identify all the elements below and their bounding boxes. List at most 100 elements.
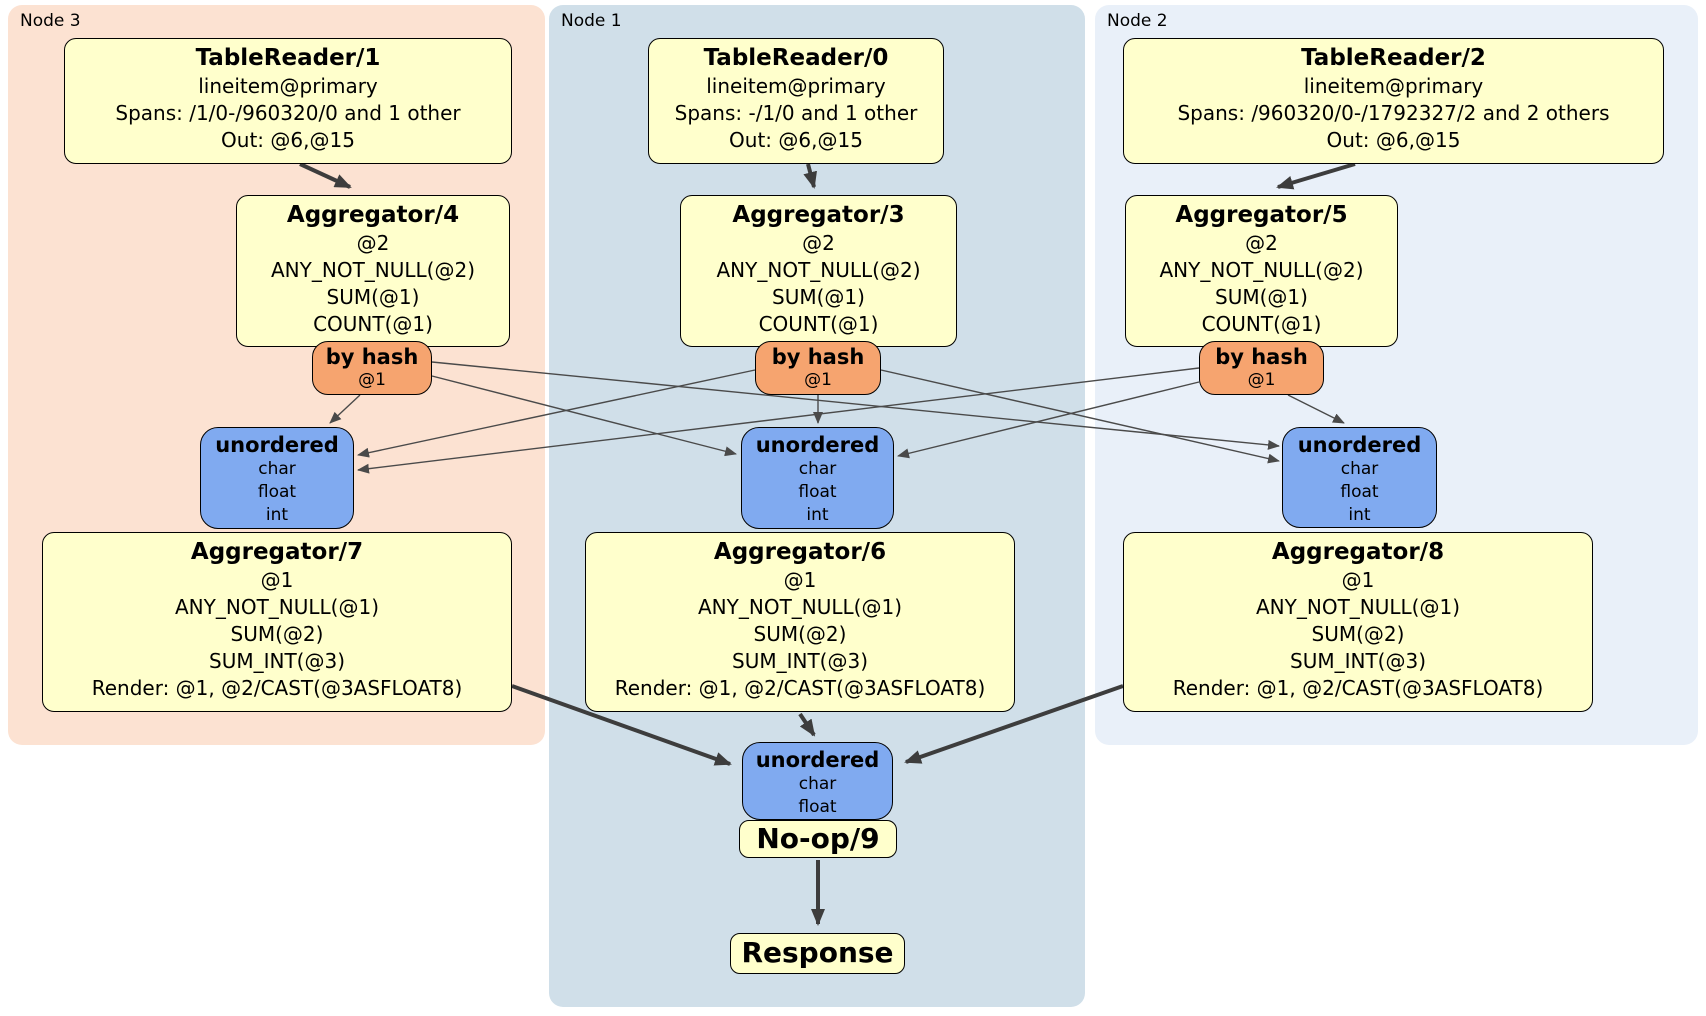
router-by-hash-right: by hash @1 [1199,341,1324,395]
node-detail: ANY_NOT_NULL(@2) [1159,258,1364,282]
router-title: by hash [771,345,865,369]
sync-unordered-center: unordered char float int [741,427,894,529]
node-detail: @2 [802,231,835,255]
node-title: Response [741,936,894,969]
node-detail: @1 [1341,568,1375,592]
node-title: TableReader/2 [1301,45,1486,71]
node-title: Aggregator/5 [1175,202,1348,228]
node-detail: COUNT(@1) [758,312,879,336]
router-detail: @1 [804,370,832,390]
node-detail: lineitem@primary [706,74,886,98]
node-tablereader-0: TableReader/0 lineitem@primary Spans: -/… [648,38,944,164]
node-detail: SUM(@1) [326,285,420,309]
node-detail: lineitem@primary [1303,74,1484,98]
sync-type: char [258,459,296,479]
node-detail: Spans: /1/0-/960320/0 and 1 other [115,101,461,125]
sync-type: int [806,505,829,525]
edge-routerL-syncR [431,361,1280,450]
node-detail: ANY_NOT_NULL(@2) [716,258,921,282]
edge-agg8-finalsync [904,684,1124,764]
node-detail: @1 [260,568,294,592]
node-detail: ANY_NOT_NULL(@2) [271,258,475,282]
node-detail: ANY_NOT_NULL(@1) [698,595,902,619]
sync-type: char [798,774,837,794]
router-by-hash-center: by hash @1 [755,341,881,395]
edge-routerR-syncR [1287,394,1345,424]
node-aggregator-4: Aggregator/4 @2 ANY_NOT_NULL(@2) SUM(@1)… [236,195,510,347]
edge-tr0-agg3 [803,163,817,189]
node-aggregator-7: Aggregator/7 @1 ANY_NOT_NULL(@1) SUM(@2)… [42,532,512,712]
node-title: Aggregator/4 [286,202,460,228]
sync-type: int [265,505,289,525]
sync-unordered-final: unordered char float [742,742,893,820]
sync-title: unordered [755,433,880,457]
node-tablereader-1: TableReader/1 lineitem@primary Spans: /1… [64,38,512,164]
sync-type: char [798,459,837,479]
node-detail: Spans: -/1/0 and 1 other [674,101,918,125]
node-detail: Out: @6,@15 [221,128,355,152]
node-title: Aggregator/3 [732,202,905,228]
edge-agg6-finalsync [798,712,816,737]
sync-type: float [257,482,297,502]
node-detail: Render: @1, @2/CAST(@3ASFLOAT8) [1172,676,1544,700]
sync-title: unordered [755,748,880,772]
node-detail: COUNT(@1) [313,312,433,336]
sync-type: float [798,482,837,502]
edge-routerL-syncC [431,375,737,457]
sync-type: char [1340,459,1379,479]
node-detail: Render: @1, @2/CAST(@3ASFLOAT8) [614,676,986,700]
node-detail: @2 [1245,231,1278,255]
node-detail: SUM(@2) [1311,622,1405,646]
router-title: by hash [325,345,419,369]
node-response: Response [730,933,905,974]
edge-tr2-agg5 [1276,162,1356,190]
node-detail: COUNT(@1) [1201,312,1322,336]
router-title: by hash [1215,345,1308,369]
node-detail: ANY_NOT_NULL(@1) [1256,595,1460,619]
edge-agg7-finalsync [511,684,732,766]
sync-unordered-right: unordered char float int [1282,427,1437,528]
node-detail: SUM(@1) [772,285,865,309]
node-title: Aggregator/6 [713,539,887,565]
edge-routerL-syncL [329,394,361,424]
node-title: Aggregator/7 [190,539,364,565]
node-detail: Spans: /960320/0-/1792327/2 and 2 others [1177,101,1610,125]
node-detail: ANY_NOT_NULL(@1) [175,595,379,619]
node-aggregator-8: Aggregator/8 @1 ANY_NOT_NULL(@1) SUM(@2)… [1123,532,1593,712]
node-aggregator-5: Aggregator/5 @2 ANY_NOT_NULL(@2) SUM(@1)… [1125,195,1398,347]
node-noop-9: No-op/9 [739,820,897,858]
node-aggregator-3: Aggregator/3 @2 ANY_NOT_NULL(@2) SUM(@1)… [680,195,957,347]
cluster-node3-label: Node 3 [20,11,81,31]
edge-tr1-agg4 [299,162,352,189]
router-by-hash-left: by hash @1 [312,341,432,395]
cluster-node2-label: Node 2 [1107,11,1168,31]
sync-type: float [1340,482,1379,502]
node-detail: SUM(@1) [1215,285,1308,309]
router-detail: @1 [1247,370,1276,390]
node-detail: Render: @1, @2/CAST(@3ASFLOAT8) [91,676,463,700]
sync-unordered-left: unordered char float int [200,427,354,529]
edge-routerR-syncL [357,367,1200,474]
sync-title: unordered [215,433,339,457]
node-detail: SUM(@2) [753,622,847,646]
node-tablereader-2: TableReader/2 lineitem@primary Spans: /9… [1123,38,1664,164]
sync-type: float [798,797,837,817]
router-detail: @1 [358,370,386,390]
node-detail: lineitem@primary [198,74,378,98]
node-aggregator-6: Aggregator/6 @1 ANY_NOT_NULL(@1) SUM(@2)… [585,532,1015,712]
node-detail: @1 [783,568,817,592]
sync-type: int [1348,505,1371,525]
node-title: TableReader/0 [703,45,889,71]
sync-title: unordered [1297,433,1422,457]
edge-routerR-syncC [897,381,1200,459]
cluster-node1-label: Node 1 [561,11,622,31]
node-detail: @2 [356,231,390,255]
node-title: No-op/9 [756,822,880,855]
node-title: TableReader/1 [195,45,381,71]
node-detail: Out: @6,@15 [729,128,863,152]
edge-routerC-syncR [880,369,1280,464]
node-detail: Out: @6,@15 [1326,128,1461,152]
node-detail: SUM_INT(@3) [1290,649,1426,673]
node-detail: SUM(@2) [230,622,324,646]
